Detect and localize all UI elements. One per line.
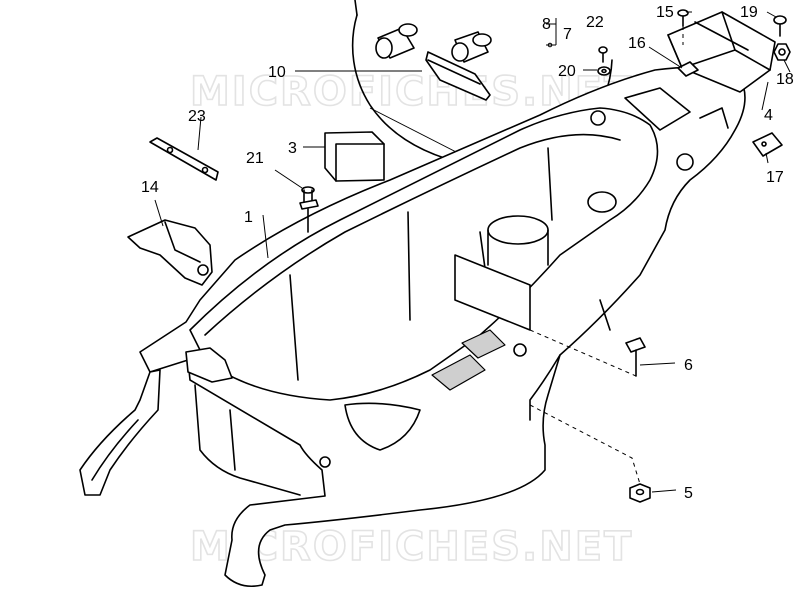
assembly-line-5 [529,404,641,485]
part-7-lens-pad [425,51,491,101]
callout-4: 4 [764,107,773,124]
callout-7: 7 [563,26,572,43]
part-8-bulb [451,31,492,63]
part-23-strip [149,137,219,181]
part-19-screw [773,15,787,37]
callout-17: 17 [766,169,784,186]
callout-5: 5 [684,485,693,502]
part-front-shield-piece [79,369,161,496]
callout-19: 19 [740,4,758,21]
part-3-pad [324,131,385,182]
callout-21: 21 [246,150,264,167]
callout-22: 22 [586,14,604,31]
part-5-nut [629,483,651,503]
part-6-screw [625,337,646,377]
part-21-pin [299,186,319,233]
callout-10: 10 [268,64,286,81]
assembly-line-6 [529,329,637,377]
callout-14: 14 [141,179,159,196]
callout-1: 1 [244,209,253,226]
callout-23: 23 [188,108,206,125]
part-17-plate [752,132,783,157]
part-20-washer [597,66,611,76]
callout-18: 18 [776,71,794,88]
callout-20: 20 [558,63,576,80]
leader-lines [154,11,791,493]
part-10-bulb [375,23,418,59]
callout-16: 16 [628,35,646,52]
part-1-storage-compartment [139,66,746,588]
part-14-side-bracket [127,219,213,286]
part-18-nut [773,43,791,61]
callout-6: 6 [684,357,693,374]
callout-15: 15 [656,4,674,21]
part-16-clip [677,61,699,77]
part-15-screw [677,9,689,27]
callout-8: 8 [542,16,551,33]
callout-3: 3 [288,140,297,157]
part-22-screw [598,46,608,63]
